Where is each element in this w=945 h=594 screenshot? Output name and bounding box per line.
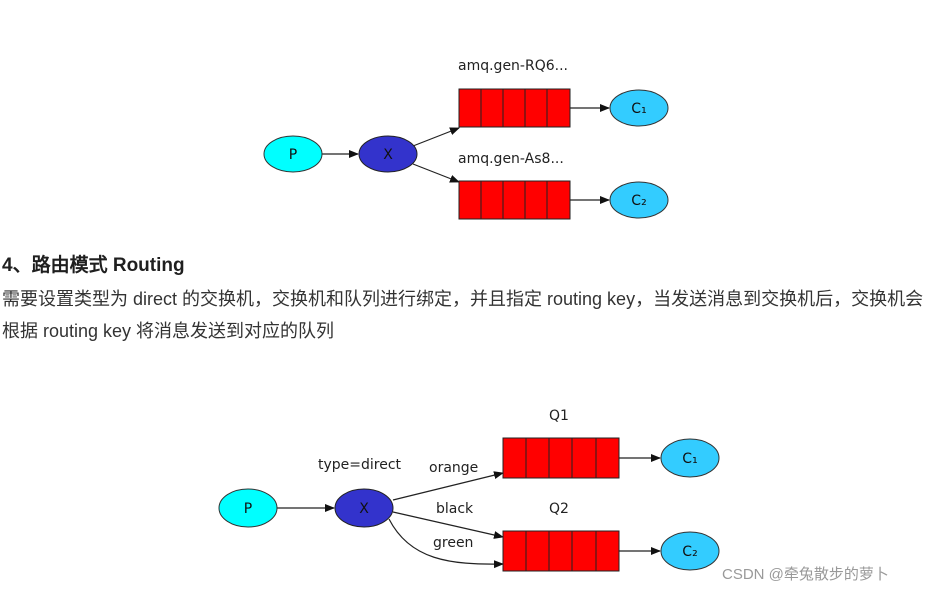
consumer2-node-2: C₂ <box>660 531 720 571</box>
consumer2-label: C₂ <box>631 193 646 209</box>
q1-label: Q1 <box>549 408 569 424</box>
queue2 <box>458 180 571 220</box>
consumer1-node: C₁ <box>609 89 669 127</box>
producer-node: P <box>263 135 323 173</box>
producer-node-2: P <box>218 488 278 528</box>
section-heading: 4、路由模式 Routing <box>2 255 185 276</box>
consumer2-node: C₂ <box>609 181 669 219</box>
edge-black <box>392 511 504 539</box>
queue-q1 <box>502 437 620 479</box>
exchange-type-label: type=direct <box>318 457 402 473</box>
edge-x-q1 <box>412 127 460 147</box>
queue1-label: amq.gen-RQ6... <box>458 58 568 74</box>
diagram-routing: Q1 Q2 type=direct orange black green P X <box>218 408 720 572</box>
edge-green <box>388 518 504 569</box>
consumer1-label-2: C₁ <box>682 451 697 467</box>
producer-label-2: P <box>244 501 252 517</box>
binding-black-label: black <box>436 501 474 517</box>
consumer2-label-2: C₂ <box>682 544 697 560</box>
queue1 <box>458 88 571 128</box>
exchange-label-2: X <box>359 501 369 517</box>
exchange-node: X <box>358 135 418 173</box>
edge-orange <box>392 471 504 501</box>
edge-x-q2 <box>412 163 460 183</box>
binding-orange-label: orange <box>429 460 478 476</box>
exchange-label: X <box>383 147 393 163</box>
consumer1-label: C₁ <box>631 101 646 117</box>
producer-label: P <box>289 147 297 163</box>
binding-green-label: green <box>433 535 473 551</box>
q2-label: Q2 <box>549 501 569 517</box>
exchange-node-2: X <box>334 488 394 528</box>
csdn-watermark: CSDN @牵兔散步的萝卜 <box>722 566 889 583</box>
section-paragraph: 需要设置类型为 direct 的交换机，交换机和队列进行绑定，并且指定 rout… <box>2 289 924 341</box>
queue-q2 <box>502 530 620 572</box>
queue2-label: amq.gen-As8... <box>458 151 564 167</box>
diagram-fanout: amq.gen-RQ6... amq.gen-As8... P X <box>263 58 669 220</box>
consumer1-node-2: C₁ <box>660 438 720 478</box>
